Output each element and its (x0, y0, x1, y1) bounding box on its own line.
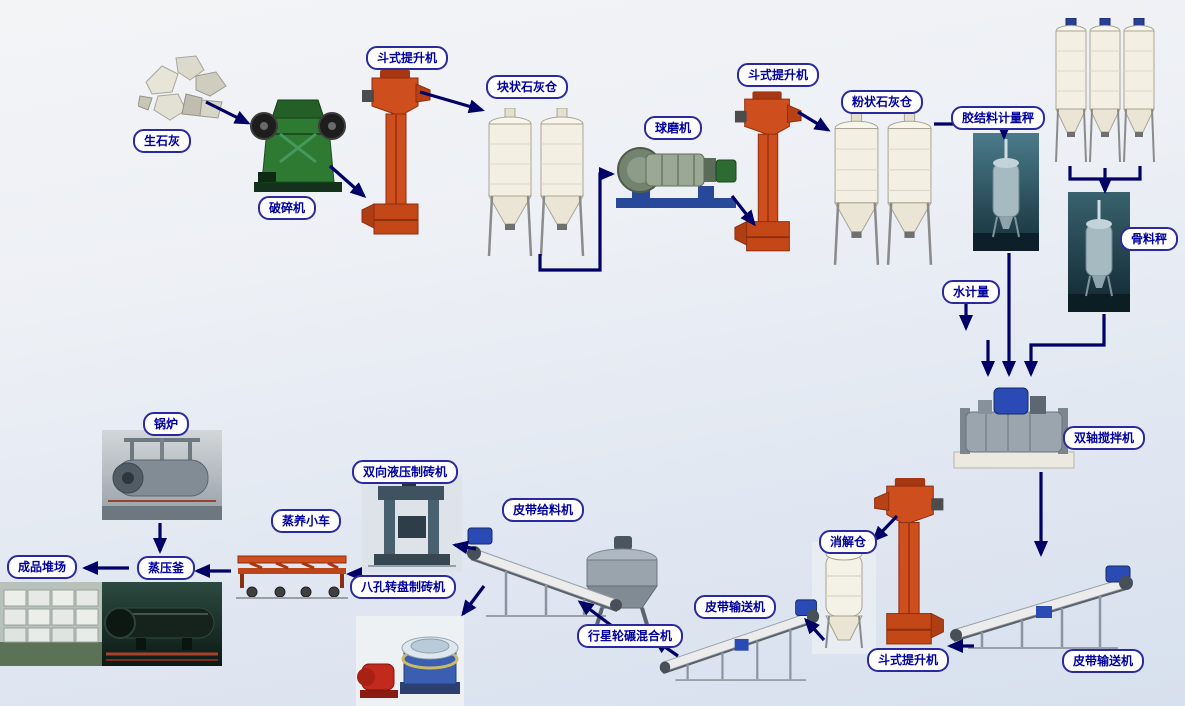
belt-feeder-graphic (466, 522, 624, 620)
label-belt-conveyor-mid: 皮带输送机 (694, 595, 777, 619)
curing-trolley-graphic (236, 550, 348, 602)
label-hydraulic-press: 双向液压制砖机 (352, 460, 459, 484)
label-ball-mill: 球磨机 (644, 116, 703, 140)
label-twin-shaft-mixer: 双轴搅拌机 (1063, 426, 1146, 450)
label-belt-feeder: 皮带给料机 (502, 498, 585, 522)
digestion-silo-photo (812, 542, 876, 654)
label-bucket-elevator-2: 斗式提升机 (737, 63, 820, 87)
label-boiler: 锅炉 (143, 412, 190, 436)
boiler-photo (102, 430, 222, 520)
bucket-elevator-3-graphic (872, 478, 946, 650)
aggregate-scale-photo (1068, 192, 1130, 312)
ball-mill-graphic (612, 132, 740, 212)
quicklime-rocks-graphic (138, 52, 230, 126)
hydraulic-press-photo (362, 476, 462, 572)
powder-lime-silo-graphic (832, 112, 934, 272)
label-curing-trolley: 蒸养小车 (271, 509, 342, 533)
label-water-meter: 水计量 (942, 280, 1001, 304)
lump-lime-silo-graphic (486, 108, 586, 263)
jaw-crusher-graphic (250, 84, 346, 196)
label-crusher: 破碎机 (258, 196, 317, 220)
label-lump-lime-silo: 块状石灰仓 (486, 75, 569, 99)
label-bucket-elevator-3: 斗式提升机 (867, 648, 950, 672)
label-powder-lime-silo: 粉状石灰仓 (841, 90, 924, 114)
label-rotary-press: 八孔转盘制砖机 (350, 575, 457, 599)
binder-scale-photo (973, 133, 1039, 251)
product-yard-photo (0, 582, 102, 666)
belt-conveyor-mid-graphic (658, 592, 820, 682)
label-autoclave: 蒸压釜 (137, 556, 196, 580)
belt-conveyor-right-graphic (948, 558, 1134, 650)
label-aggregate-scale: 骨料秤 (1120, 227, 1179, 251)
aggregate-silos-graphic (1053, 18, 1157, 170)
label-product-yard: 成品堆场 (7, 555, 78, 579)
autoclave-photo (102, 582, 222, 666)
label-belt-conveyor-right: 皮带输送机 (1062, 649, 1145, 673)
twin-shaft-mixer-graphic (950, 378, 1078, 473)
bucket-elevator-2-graphic (733, 88, 803, 260)
bucket-elevator-1-graphic (360, 70, 432, 240)
rotary-press-photo (356, 616, 464, 706)
label-binder-scale: 胶结料计量秤 (951, 106, 1046, 130)
label-bucket-elevator-1: 斗式提升机 (366, 46, 449, 70)
label-planetary-mixer: 行星轮碾混合机 (577, 624, 684, 648)
label-digestion-silo: 消解仓 (819, 530, 878, 554)
label-quicklime: 生石灰 (133, 129, 192, 153)
